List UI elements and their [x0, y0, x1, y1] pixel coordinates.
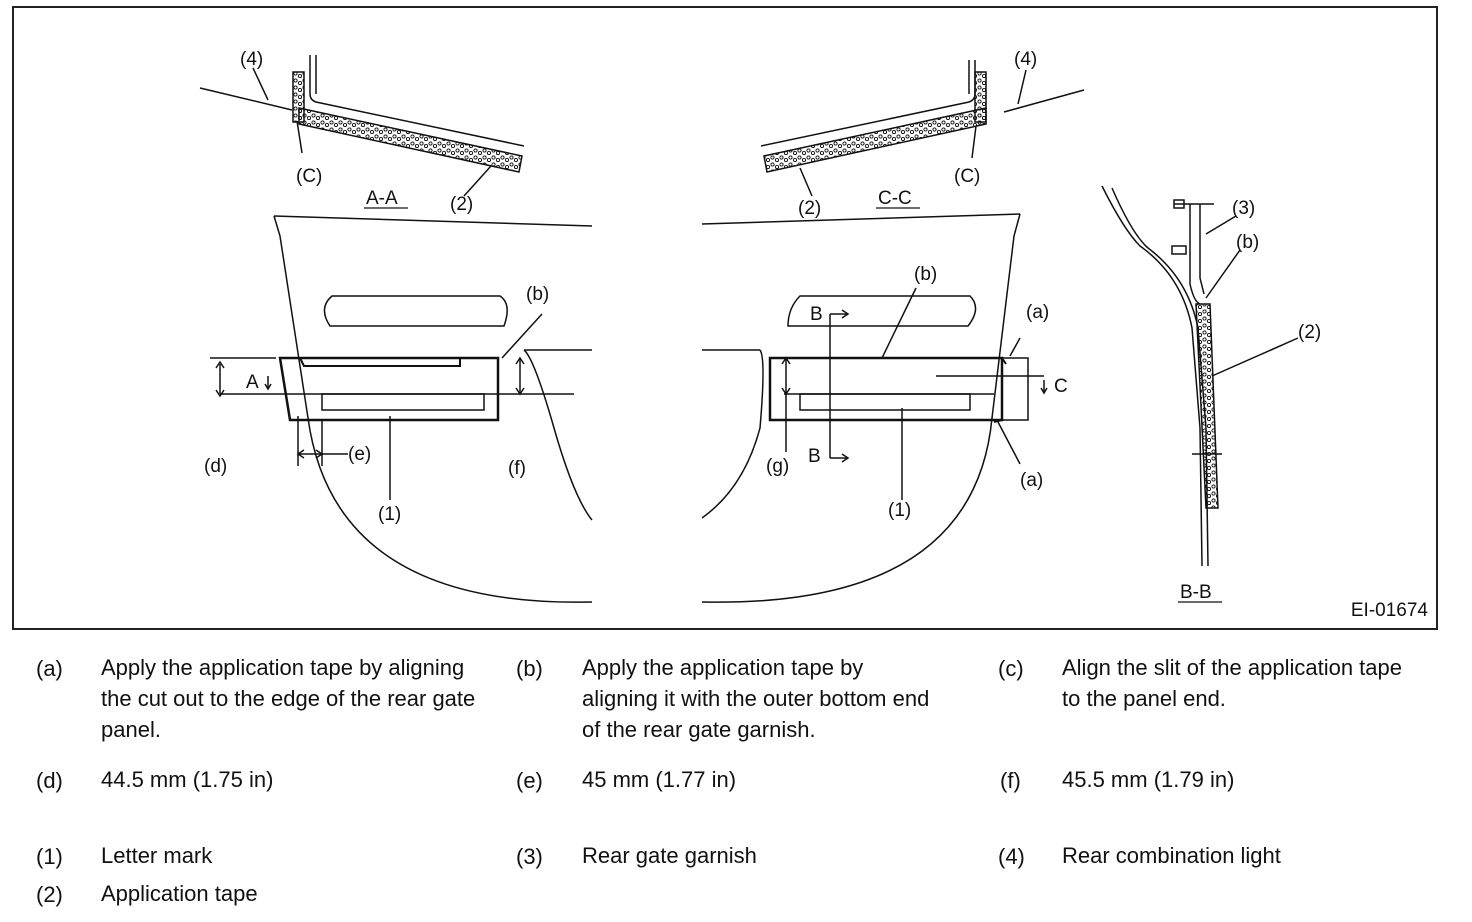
diagram-figure: (4) (C) A-A (2) (4) (C) C-C (2) (b) A (d… [12, 6, 1438, 630]
callout-C-right: (C) [954, 166, 980, 187]
callout-d: (d) [204, 456, 227, 477]
legend-key-f: (f) [1000, 768, 1021, 793]
legend-key-4: (4) [998, 844, 1025, 869]
figure-id: EI-01674 [1350, 600, 1428, 621]
legend-text-3: Rear gate garnish [582, 843, 757, 868]
section-a-a-detail [199, 55, 525, 197]
legend-text-a: Apply the application tape by aligning t… [101, 655, 476, 742]
legend-key-a: (a) [36, 656, 63, 681]
section-label-b-b: B-B [1180, 582, 1212, 603]
legend-text-1: Letter mark [101, 843, 213, 868]
legend-text-c: Align the slit of the application tape t… [1062, 655, 1403, 711]
callout-e: (e) [348, 444, 371, 465]
callout-b-left: (b) [526, 284, 549, 305]
legend-key-3: (3) [516, 844, 543, 869]
section-c-c-detail [760, 60, 1085, 197]
right-panel-drawing [701, 213, 1048, 603]
callout-4-right: (4) [1014, 49, 1037, 70]
callout-a-bottom: (a) [1020, 470, 1043, 491]
callout-2-section: (2) [1298, 322, 1321, 343]
callout-3: (3) [1232, 198, 1255, 219]
legend-key-b: (b) [516, 656, 543, 681]
legend-key-2: (2) [36, 882, 63, 907]
callout-4-left: (4) [240, 49, 263, 70]
section-label-a-a: A-A [366, 188, 398, 209]
legend-text-e: 45 mm (1.77 in) [582, 767, 737, 792]
legend-text-b: Apply the application tape by aligning i… [582, 655, 930, 742]
left-panel-drawing [210, 215, 593, 603]
callout-C-left: (C) [296, 166, 322, 187]
callout-1-left: (1) [378, 504, 401, 525]
cut-letter-c: C [1054, 376, 1068, 397]
legend-key-d: (d) [36, 768, 63, 793]
callout-b-section: (b) [1236, 232, 1259, 253]
callout-1-right: (1) [888, 500, 911, 521]
legend-text-4: Rear combination light [1062, 843, 1281, 868]
callout-2-right: (2) [798, 198, 821, 219]
cut-letter-b-top: B [810, 304, 823, 325]
legend-text-f: 45.5 mm (1.79 in) [1062, 767, 1235, 792]
legend-text-2: Application tape [101, 881, 258, 906]
section-b-b-detail [1101, 185, 1299, 567]
diagram-drawing: (4) (C) A-A (2) (4) (C) C-C (2) (b) A (d… [199, 49, 1321, 603]
legend-key-e: (e) [516, 768, 543, 793]
callout-2-left: (2) [450, 194, 473, 215]
section-label-c-c: C-C [878, 188, 912, 209]
callout-g: (g) [766, 456, 789, 477]
legend-key-c: (c) [998, 656, 1024, 681]
legend-key-1: (1) [36, 844, 63, 869]
callout-a-top: (a) [1026, 302, 1049, 323]
cut-letter-a: A [246, 372, 259, 393]
cut-letter-b-bottom: B [808, 446, 821, 467]
callout-f: (f) [508, 458, 526, 479]
callout-b-right: (b) [914, 264, 937, 285]
legend-text-d: 44.5 mm (1.75 in) [101, 767, 274, 792]
